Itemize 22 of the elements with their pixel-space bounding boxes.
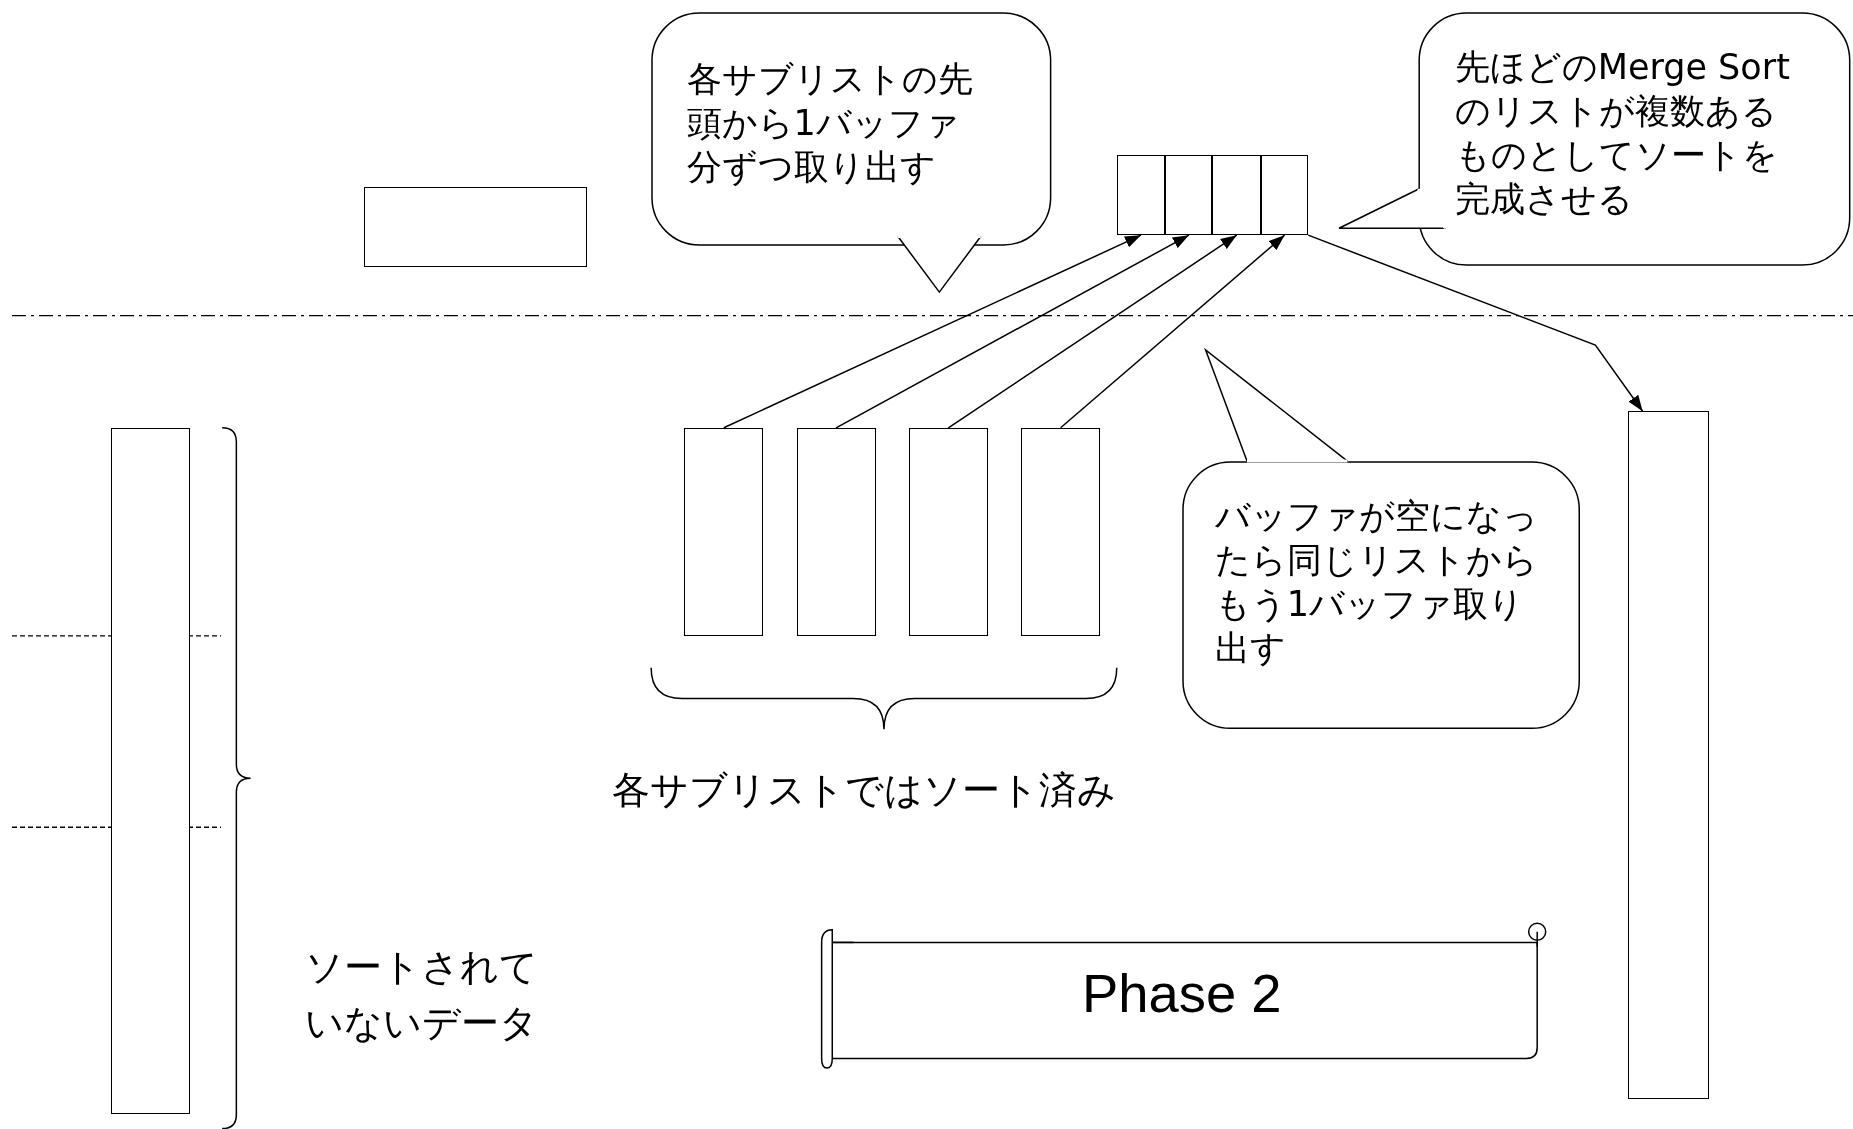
buffer-cell	[1212, 154, 1261, 236]
sublist-bar	[908, 427, 988, 636]
arrow	[835, 234, 1190, 429]
callout-text: 各サブリストの先頭から1バッファ分ずつ取り出す	[686, 57, 974, 189]
annotation-text: 各サブリストではソート済み	[612, 767, 1118, 815]
arrow	[723, 234, 1142, 429]
arrow	[1307, 234, 1644, 412]
data-bar	[111, 427, 191, 1115]
output-bar	[1628, 411, 1709, 1100]
arrow	[1059, 234, 1286, 429]
buffer-cell	[1260, 154, 1309, 236]
sublist-bar	[1021, 427, 1101, 636]
empty-box	[363, 186, 588, 268]
callout-text: バッファが空になったら同じリストからもう1バッファ取り出す	[1214, 494, 1539, 670]
sublist-bar	[684, 427, 764, 636]
buffer-cell	[1165, 154, 1213, 236]
sublist-bar	[796, 427, 876, 636]
callout-text: 先ほどのMerge Sortのリストが複数あるものとしてソートを完成させる	[1454, 45, 1791, 221]
buffer-cell	[1116, 154, 1166, 236]
annotation-text: ソートされていないデータ	[304, 944, 539, 1048]
banner-title: Phase 2	[1081, 961, 1283, 1026]
arrow	[947, 234, 1238, 429]
